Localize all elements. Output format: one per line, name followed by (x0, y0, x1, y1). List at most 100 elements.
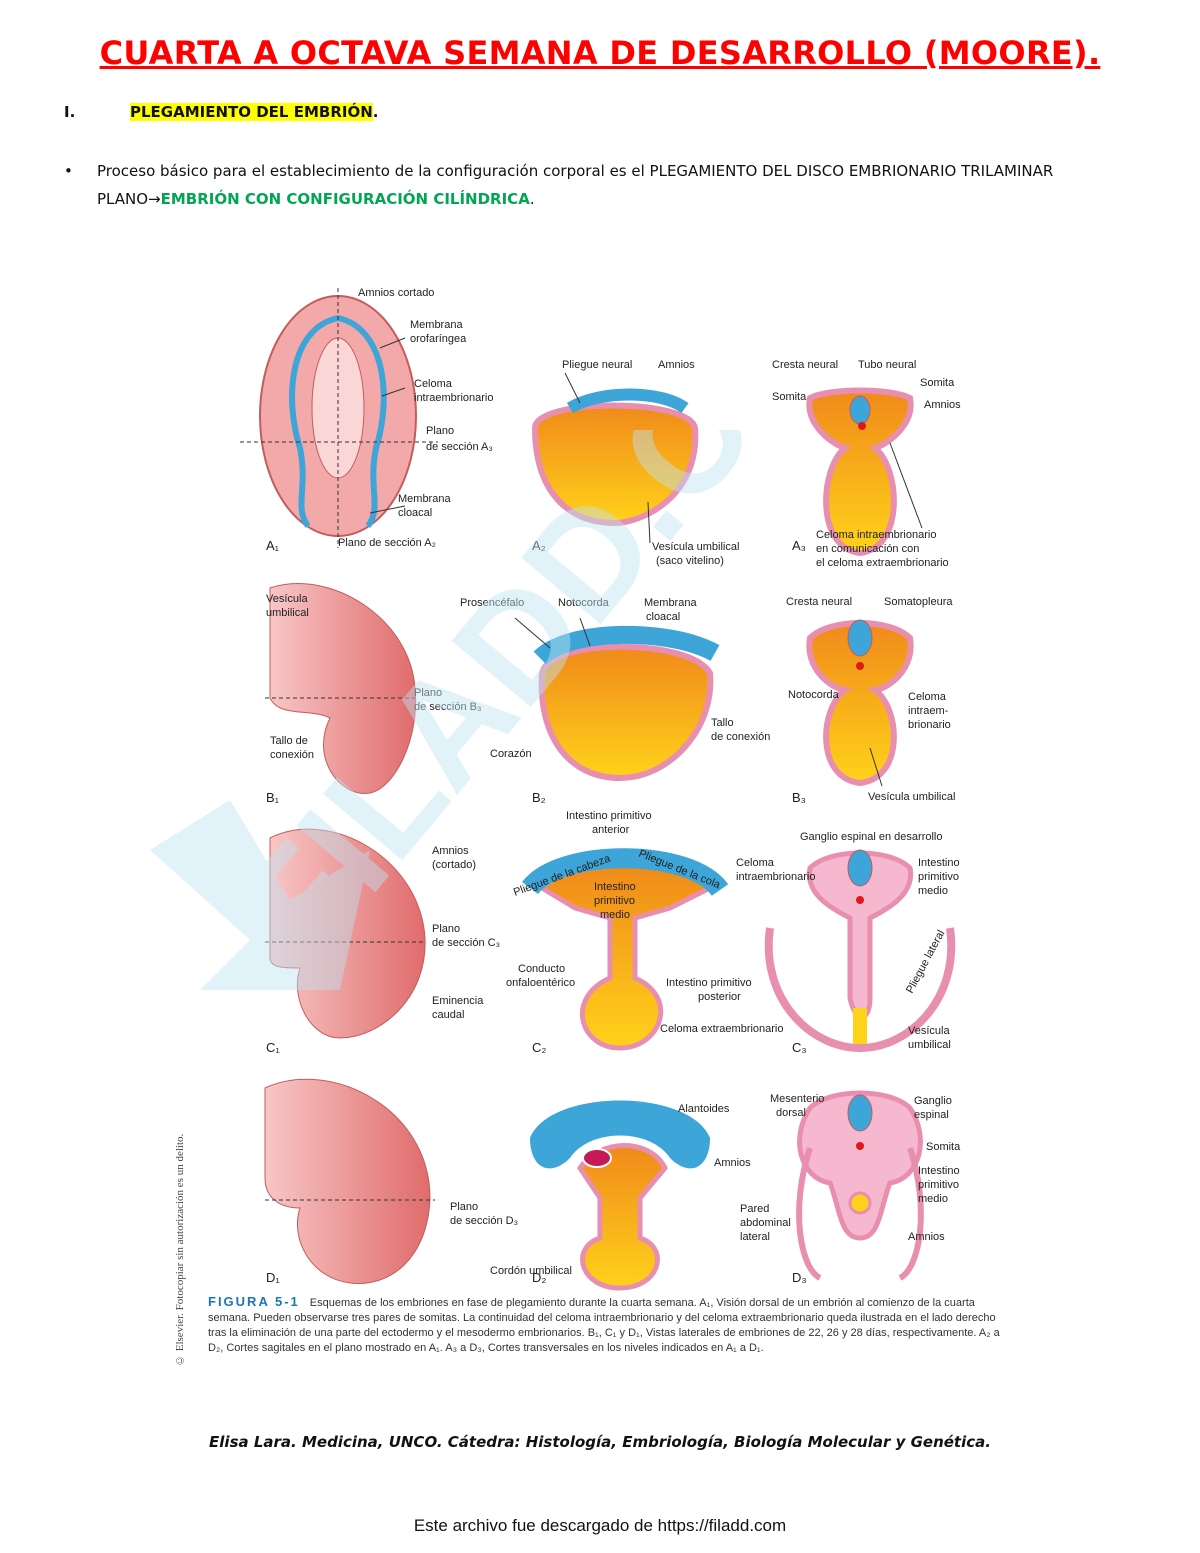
lbl-somatopleura: Somatopleura (884, 596, 953, 608)
lbl-vesicula-b3: Vesícula umbilical (868, 791, 955, 803)
panel-b1 (265, 583, 417, 794)
lbl-intestino-medio-c2-3: medio (600, 909, 630, 921)
caption-text: Esquemas de los embriones en fase de ple… (208, 1297, 1000, 1354)
lbl-conducto-2: onfaloentérico (506, 977, 575, 989)
panel-d3 (796, 1090, 924, 1281)
panel-label-a1: A₁ (266, 538, 280, 553)
panel-b3 (806, 619, 914, 787)
lbl-cresta-neural-b3: Cresta neural (786, 596, 852, 608)
lbl-plano-a3: Plano (426, 425, 454, 437)
lbl-pared-2: abdominal (740, 1217, 791, 1229)
lbl-membrana-cloacal-2: cloacal (398, 507, 432, 519)
lbl-pared-3: lateral (740, 1231, 770, 1243)
lbl-ganglio-desarrollo: Ganglio espinal en desarrollo (800, 831, 942, 843)
lbl-vesicula-c3-2: umbilical (908, 1039, 951, 1051)
panel-a3 (806, 387, 923, 557)
lbl-intestino-medio-c2-2: primitivo (594, 895, 635, 907)
lbl-tallo-b1-2: conexión (270, 749, 314, 761)
lbl-amnios-d3: Amnios (908, 1231, 945, 1243)
lbl-plano-d3-2: de sección D₃ (450, 1215, 518, 1227)
panel-label-c3: C₃ (792, 1040, 807, 1055)
lbl-mesenterio-2: dorsal (776, 1107, 806, 1119)
lbl-cresta-neural-a3: Cresta neural (772, 359, 838, 371)
lbl-amnios-d2: Amnios (714, 1157, 751, 1169)
copyright-notice: © Elsevier. Fotocopiar sin autorización … (174, 1133, 186, 1366)
lbl-celoma-c3: Celoma (736, 857, 775, 869)
lbl-celoma-c3-2: intraembrionario (736, 871, 815, 883)
panel-c3 (764, 849, 956, 1053)
panel-label-c1: C₁ (266, 1040, 280, 1055)
lbl-amnios-a3: Amnios (924, 399, 961, 411)
lbl-ganglio-d3: Ganglio (914, 1095, 952, 1107)
bullet-end: . (529, 190, 535, 208)
lbl-plano-a3-2: de sección A₃ (426, 441, 493, 453)
lbl-intestino-medio-d3: Intestino (918, 1165, 960, 1177)
page-title: CUARTA A OCTAVA SEMANA DE DESARROLLO (MO… (99, 34, 1101, 72)
lbl-corazon: Corazón (490, 748, 532, 760)
lbl-amnios-a2: Amnios (658, 359, 695, 371)
lbl-intestino-medio-c2: Intestino (594, 881, 636, 893)
lbl-alantoides: Alantoides (678, 1103, 730, 1115)
lbl-plano-a2: Plano de sección A₂ (338, 537, 436, 549)
section-period: . (372, 103, 379, 121)
lbl-eminencia-2: caudal (432, 1009, 464, 1021)
lbl-conducto: Conducto (518, 963, 565, 975)
lbl-tallo-b2-2: de conexión (711, 731, 770, 743)
lbl-celoma-com-3: el celoma extraembrionario (816, 557, 949, 569)
panel-label-a2: A₂ (532, 538, 546, 553)
lbl-prosencefalo: Prosencéfalo (460, 597, 524, 609)
lbl-vesicula-b1-2: umbilical (266, 607, 309, 619)
lbl-membrana-cloacal: Membrana (398, 493, 451, 505)
lbl-celoma-b3: Celoma (908, 691, 947, 703)
panel-label-d2: D₂ (532, 1270, 546, 1285)
lbl-notocorda-b3: Notocorda (788, 689, 840, 701)
lbl-celoma: Celoma (414, 378, 453, 390)
panel-d2 (530, 1100, 710, 1291)
lbl-plano-d3: Plano (450, 1201, 478, 1213)
lbl-intestino-medio-c3: Intestino (918, 857, 960, 869)
lbl-intestino-medio-c3-3: medio (918, 885, 948, 897)
lbl-intestino-medio-d3-3: medio (918, 1193, 948, 1205)
panel-a2 (531, 372, 699, 544)
section-number: I. (64, 103, 76, 121)
lbl-vesicula-umbilical: Vesícula umbilical (652, 541, 739, 553)
lbl-amnios-c1-2: (cortado) (432, 859, 476, 871)
panel-letters: A₁ A₂ A₃ B₁ B₂ B₃ C₁ C₂ C₃ D₁ D₂ D₃ (266, 538, 807, 1285)
panel-d1 (264, 1078, 435, 1285)
lbl-somita-d3: Somita (926, 1141, 961, 1153)
lbl-tallo-b1: Tallo de (270, 735, 308, 747)
panel-b2 (514, 617, 720, 782)
lbl-celoma-com-2: en comunicación con (816, 543, 919, 555)
panel-label-c2: C₂ (532, 1040, 546, 1055)
lbl-somita-a3-l: Somita (772, 391, 807, 403)
figure-number: FIGURA 5-1 (208, 1294, 300, 1309)
section-heading: I.PLEGAMIENTO DEL EMBRIÓN. (64, 103, 378, 121)
lbl-membrana-orofaringea-2: orofaríngea (410, 333, 467, 345)
bullet-text: Proceso básico para el establecimiento d… (97, 157, 1144, 213)
bullet-item: • Proceso básico para el establecimiento… (64, 157, 1144, 213)
lbl-somita-a3-r: Somita (920, 377, 955, 389)
panel-c2 (522, 848, 729, 1051)
lbl-vesicula-b1: Vesícula (266, 593, 308, 605)
bullet-dot: • (64, 162, 73, 180)
panel-c1 (265, 828, 426, 1039)
panel-label-b1: B₁ (266, 790, 280, 805)
lbl-celoma-extra: Celoma extraembrionario (660, 1023, 784, 1035)
lbl-ganglio-d3-2: espinal (914, 1109, 949, 1121)
bullet-body: Proceso básico para el establecimiento d… (97, 162, 1054, 208)
lbl-intestino-posterior-2: posterior (698, 991, 741, 1003)
figure-drawing: Amnios cortado Membrana orofaríngea Celo… (240, 287, 961, 1291)
lbl-intestino-posterior: Intestino primitivo (666, 977, 752, 989)
download-notice: Este archivo fue descargado de https://f… (413, 1516, 787, 1535)
lbl-vesicula-c3: Vesícula (908, 1025, 950, 1037)
lbl-membrana-cloacal-b2: Membrana (644, 597, 697, 609)
lbl-eminencia: Eminencia (432, 995, 484, 1007)
lbl-plano-b3-2: de sección B₃ (414, 701, 481, 713)
lbl-tubo-neural: Tubo neural (858, 359, 916, 371)
panel-label-d3: D₃ (792, 1270, 807, 1285)
panel-label-b3: B₃ (792, 790, 806, 805)
figure-labels: Amnios cortado Membrana orofaríngea Celo… (266, 287, 961, 1277)
lbl-intestino-medio-c3-2: primitivo (918, 871, 959, 883)
lbl-mesenterio: Mesenterio (770, 1093, 824, 1105)
